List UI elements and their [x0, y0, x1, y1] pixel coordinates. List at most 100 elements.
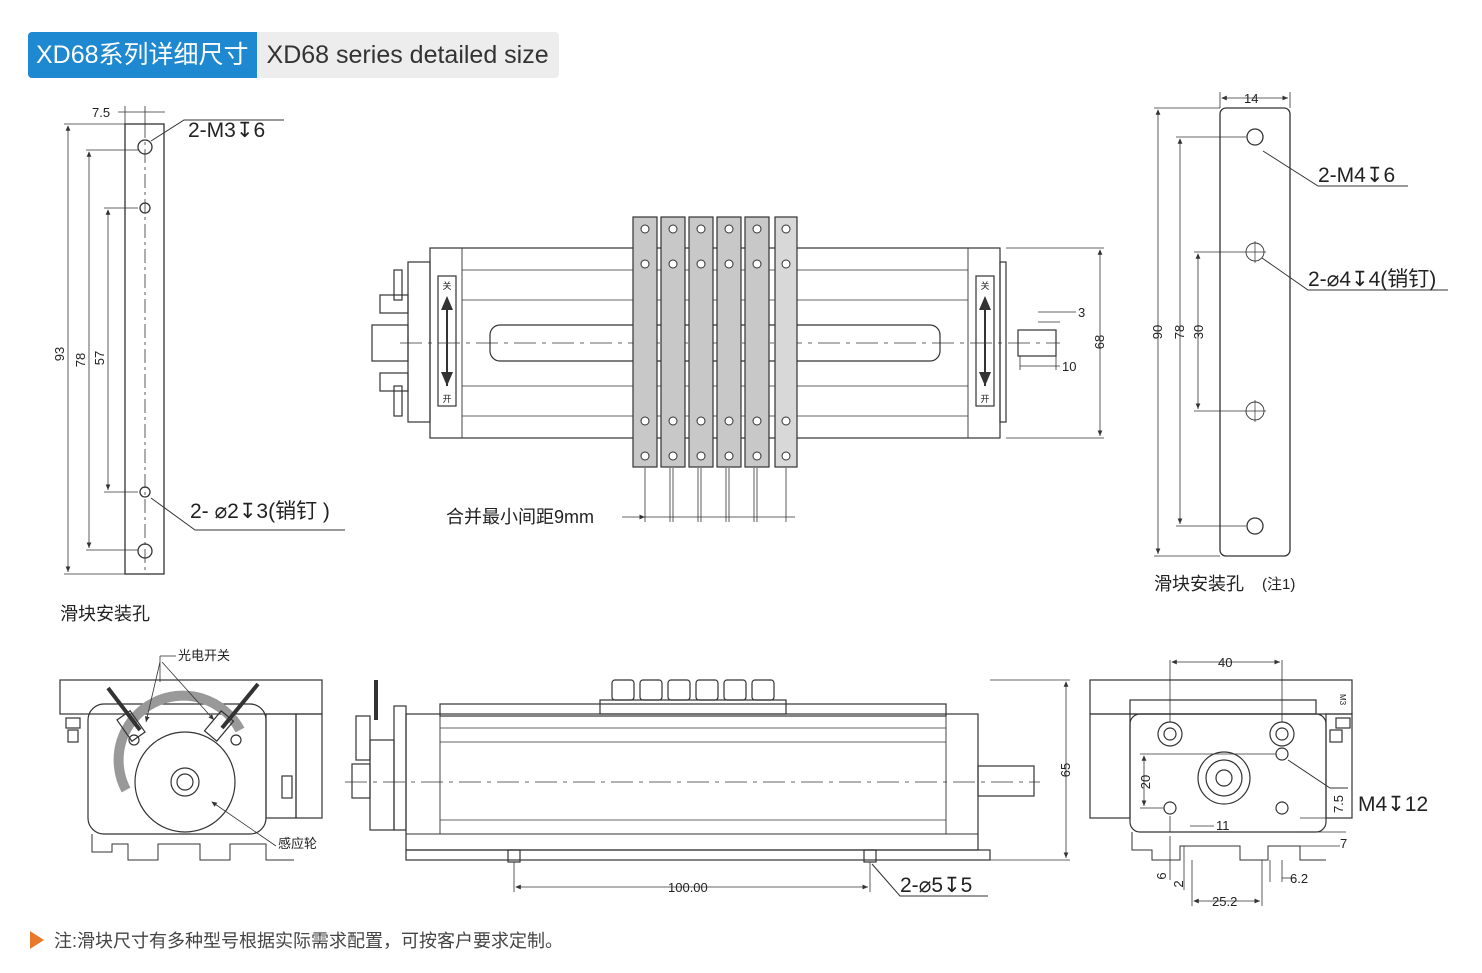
side-shaft	[977, 765, 1035, 797]
shaft-end	[1017, 329, 1057, 357]
sensor-wheel	[134, 731, 236, 833]
merge-label: 合并最小间距9mm	[446, 507, 594, 527]
slider-plate	[660, 216, 686, 468]
left-dim-57: 57	[92, 351, 107, 365]
side-slider-top	[667, 679, 691, 701]
slider-screw-hole	[696, 224, 706, 234]
left-pin-top	[139, 202, 151, 214]
end-dim-6: 6	[1154, 872, 1169, 879]
side-dim-65: 65	[1058, 763, 1073, 777]
right-caption: 滑块安装孔	[1154, 574, 1244, 594]
side-slider-tops	[611, 679, 775, 701]
slider-screw-hole	[640, 259, 650, 269]
end-housing	[1129, 713, 1327, 833]
end-dim-6-2: 6.2	[1290, 871, 1308, 886]
left-callout-bottom: 2- ⌀2↧3(销钉 )	[190, 500, 330, 523]
right-plate	[1219, 107, 1291, 557]
side-dim-100: 100.00	[668, 880, 708, 895]
end-view	[1089, 659, 1353, 906]
left-dim-7-5: 7.5	[92, 105, 110, 120]
right-dim-30: 30	[1191, 325, 1206, 339]
slider-plate	[632, 216, 658, 468]
right-callout-mid: 2-⌀4↧4(销钉)	[1308, 268, 1436, 291]
right-dim-14: 14	[1244, 91, 1258, 106]
side-callout-hole: 2-⌀5↧5	[900, 874, 972, 897]
slider-screw-hole	[668, 224, 678, 234]
slider-screw-hole	[668, 259, 678, 269]
footer-note-text: 注:滑块尺寸有多种型号根据实际需求配置，可按客户要求定制。	[54, 931, 563, 951]
right-view	[1154, 92, 1448, 557]
front-view	[59, 655, 323, 861]
left-dim-93: 93	[52, 347, 67, 361]
slider-plate	[744, 216, 770, 468]
end-bore	[1197, 751, 1251, 805]
right-callout-top: 2-M4↧6	[1318, 164, 1395, 187]
slider-screw-hole	[752, 259, 762, 269]
switch-open-right: 开	[980, 394, 989, 404]
wheel-hub	[170, 767, 200, 797]
end-dim-7-5: 7.5	[1331, 795, 1346, 813]
right-caption-note: (注1)	[1262, 576, 1295, 593]
slider-screw-hole	[781, 259, 791, 269]
slider-screw-hole	[724, 224, 734, 234]
slider-screw-hole	[752, 451, 762, 461]
side-view	[345, 679, 1070, 897]
slider-screw-hole	[781, 416, 791, 426]
switch-close-right: 关	[980, 280, 989, 291]
left-switch	[437, 275, 457, 407]
switch-close-left: 关	[442, 280, 451, 291]
left-pin-bottom	[139, 486, 151, 498]
title-en: XD68 series detailed size	[256, 32, 559, 78]
slider-screw-hole	[696, 259, 706, 269]
slider-screw-hole	[640, 416, 650, 426]
side-slider-top	[611, 679, 635, 701]
left-dim-78: 78	[73, 353, 88, 367]
left-hole-top	[137, 139, 153, 155]
slider-screw-hole	[696, 416, 706, 426]
title-bar: XD68系列详细尺寸 XD68 series detailed size	[28, 32, 559, 78]
end-dim-40: 40	[1218, 655, 1232, 670]
slider-screw-hole	[752, 224, 762, 234]
slider-screw-hole	[640, 224, 650, 234]
merge-spacing-dims	[622, 468, 795, 522]
end-dim-25-2: 25.2	[1212, 894, 1237, 909]
slider-stack	[632, 216, 798, 468]
slider-screw-hole	[724, 416, 734, 426]
slider-plate	[716, 216, 742, 468]
left-hole-bottom	[137, 543, 153, 559]
slider-screw-hole	[668, 451, 678, 461]
side-base	[405, 849, 991, 861]
top-dim-3: 3	[1078, 305, 1085, 320]
end-dim-2: 2	[1171, 880, 1186, 887]
top-view	[371, 247, 1104, 439]
side-slider-top	[751, 679, 775, 701]
side-slider-top	[695, 679, 719, 701]
left-caption: 滑块安装孔	[60, 604, 150, 624]
end-callout-m4: M4↧12	[1358, 793, 1428, 816]
label-sensor-wheel: 感应轮	[278, 836, 317, 851]
left-view	[64, 106, 345, 575]
right-hole-top	[1246, 128, 1264, 146]
slider-screw-hole	[781, 451, 791, 461]
note-arrow-icon	[30, 931, 44, 949]
top-dim-68: 68	[1092, 335, 1107, 349]
title-cn: XD68系列详细尺寸	[28, 32, 257, 78]
right-switch	[975, 275, 995, 407]
left-callout-top: 2-M3↧6	[188, 119, 265, 142]
left-endplate	[407, 261, 431, 423]
top-dim-10: 10	[1062, 359, 1076, 374]
slider-screw-hole	[752, 416, 762, 426]
slider-screw-hole	[640, 451, 650, 461]
end-tag-m3: M3	[1338, 694, 1347, 706]
end-dim-20: 20	[1138, 775, 1153, 789]
slider-screw-hole	[668, 416, 678, 426]
label-photo-switch: 光电开关	[178, 648, 230, 663]
switch-open-left: 开	[442, 394, 451, 404]
side-slider-top	[723, 679, 747, 701]
left-plate	[124, 123, 165, 575]
footer-note: 注:滑块尺寸有多种型号根据实际需求配置，可按客户要求定制。	[30, 927, 563, 953]
slider-screw-hole	[781, 224, 791, 234]
right-dim-78: 78	[1172, 325, 1187, 339]
slider-screw-hole	[696, 451, 706, 461]
